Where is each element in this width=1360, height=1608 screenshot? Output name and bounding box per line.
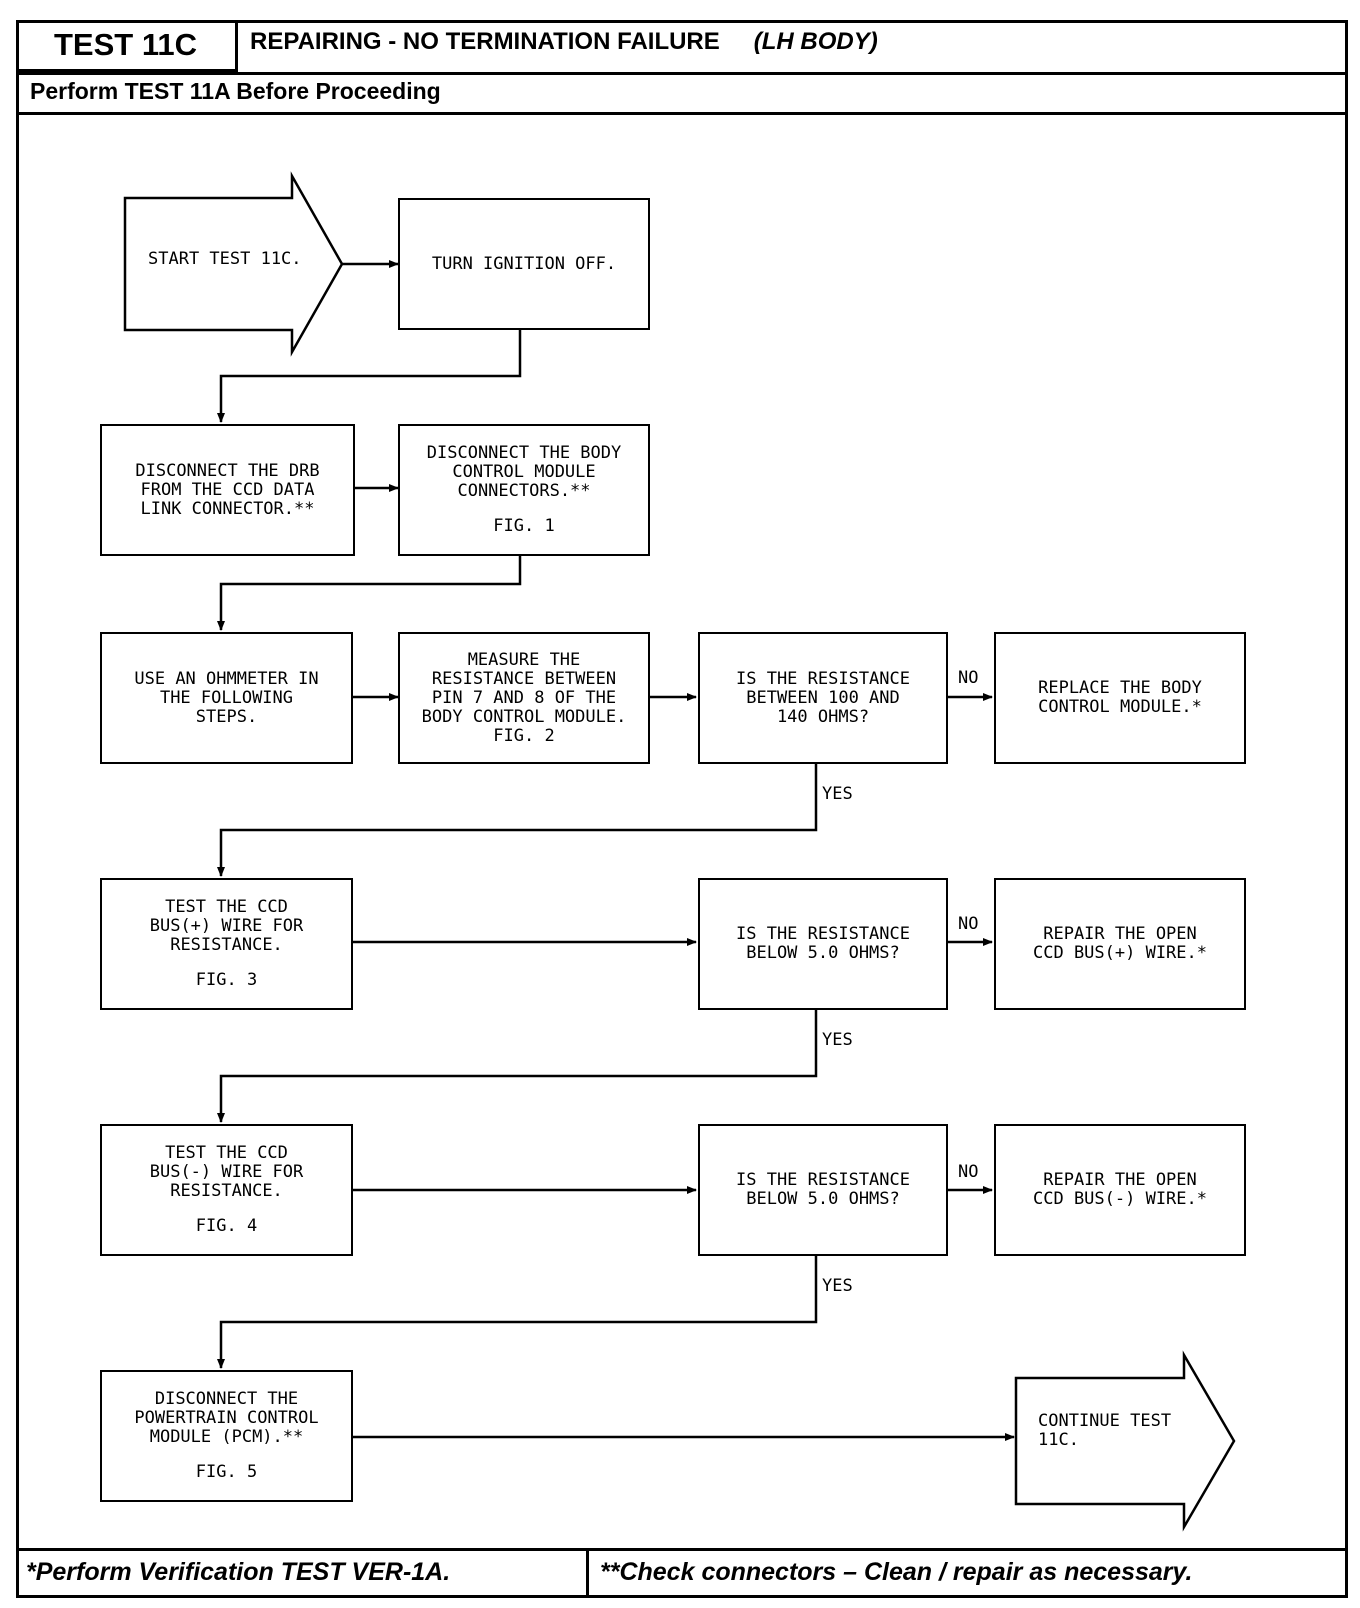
repair-bus-minus-box: REPAIR THE OPEN CCD BUS(-) WIRE.*	[994, 1124, 1246, 1256]
yes-label-2: YES	[822, 1030, 853, 1050]
page-title: REPAIRING - NO TERMINATION FAILURE (LH BO…	[250, 28, 878, 56]
perform-note: Perform TEST 11A Before Proceeding	[30, 78, 441, 104]
repair-bus-plus-text: REPAIR THE OPEN CCD BUS(+) WIRE.*	[1033, 924, 1207, 963]
disconnect-drb-box: DISCONNECT THE DRB FROM THE CCD DATA LIN…	[100, 424, 355, 556]
test-bus-minus-box: TEST THE CCD BUS(-) WIRE FOR RESISTANCE.…	[100, 1124, 353, 1256]
yes-label-1: YES	[822, 784, 853, 804]
disconnect-pcm-text: DISCONNECT THE POWERTRAIN CONTROL MODULE…	[134, 1389, 319, 1447]
title-text: REPAIRING - NO TERMINATION FAILURE	[250, 28, 720, 55]
test-bus-minus-text: TEST THE CCD BUS(-) WIRE FOR RESISTANCE.	[149, 1143, 304, 1201]
yes-label-3: YES	[822, 1276, 853, 1296]
disconnect-bcm-box: DISCONNECT THE BODY CONTROL MODULE CONNE…	[398, 424, 650, 556]
header-divider	[16, 72, 1348, 75]
question-1-box: IS THE RESISTANCE BETWEEN 100 AND 140 OH…	[698, 632, 948, 764]
replace-bcm-text: REPLACE THE BODY CONTROL MODULE.*	[1038, 678, 1202, 717]
footer-right-note: **Check connectors – Clean / repair as n…	[600, 1558, 1193, 1586]
question-2-box: IS THE RESISTANCE BELOW 5.0 OHMS?	[698, 878, 948, 1010]
start-arrow-shape	[123, 171, 344, 357]
footer-divider	[16, 1548, 1348, 1551]
disconnect-bcm-text: DISCONNECT THE BODY CONTROL MODULE CONNE…	[426, 443, 622, 501]
fig-3-label: FIG. 3	[195, 970, 258, 990]
footer-column-divider	[586, 1548, 589, 1598]
no-label-2: NO	[958, 914, 979, 934]
no-label-3: NO	[958, 1162, 979, 1182]
continue-label: CONTINUE TEST 11C.	[1038, 1411, 1172, 1450]
repair-bus-minus-text: REPAIR THE OPEN CCD BUS(-) WIRE.*	[1033, 1170, 1207, 1209]
question-2-text: IS THE RESISTANCE BELOW 5.0 OHMS?	[736, 924, 910, 963]
fig-1-label: FIG. 1	[493, 516, 555, 536]
title-subtitle: (LH BODY)	[753, 28, 878, 55]
measure-resistance-box: MEASURE THE RESISTANCE BETWEEN PIN 7 AND…	[398, 632, 650, 764]
page-frame	[16, 20, 1348, 1598]
turn-ignition-off-box: TURN IGNITION OFF.	[398, 198, 650, 330]
header-divider-2	[16, 112, 1348, 115]
no-label-1: NO	[958, 668, 979, 688]
repair-bus-plus-box: REPAIR THE OPEN CCD BUS(+) WIRE.*	[994, 878, 1246, 1010]
footer-left-note: *Perform Verification TEST VER-1A.	[26, 1558, 451, 1586]
disconnect-drb-text: DISCONNECT THE DRB FROM THE CCD DATA LIN…	[135, 460, 320, 519]
test-bus-plus-text: TEST THE CCD BUS(+) WIRE FOR RESISTANCE.	[149, 897, 304, 955]
fig-5-label: FIG. 5	[195, 1462, 258, 1482]
use-ohmmeter-text: USE AN OHMMETER IN THE FOLLOWING STEPS.	[134, 668, 319, 727]
question-3-text: IS THE RESISTANCE BELOW 5.0 OHMS?	[736, 1170, 910, 1209]
measure-resistance-text: MEASURE THE RESISTANCE BETWEEN PIN 7 AND…	[421, 649, 627, 746]
question-1-text: IS THE RESISTANCE BETWEEN 100 AND 140 OH…	[736, 668, 910, 727]
start-label: START TEST 11C.	[148, 249, 302, 269]
fig-4-label: FIG. 4	[195, 1216, 258, 1236]
turn-ignition-off-text: TURN IGNITION OFF.	[431, 253, 617, 274]
disconnect-pcm-box: DISCONNECT THE POWERTRAIN CONTROL MODULE…	[100, 1370, 353, 1502]
replace-bcm-box: REPLACE THE BODY CONTROL MODULE.*	[994, 632, 1246, 764]
question-3-box: IS THE RESISTANCE BELOW 5.0 OHMS?	[698, 1124, 948, 1256]
use-ohmmeter-box: USE AN OHMMETER IN THE FOLLOWING STEPS.	[100, 632, 353, 764]
continue-arrow-shape	[1014, 1350, 1236, 1532]
test-id: TEST 11C	[16, 20, 238, 72]
test-bus-plus-box: TEST THE CCD BUS(+) WIRE FOR RESISTANCE.…	[100, 878, 353, 1010]
